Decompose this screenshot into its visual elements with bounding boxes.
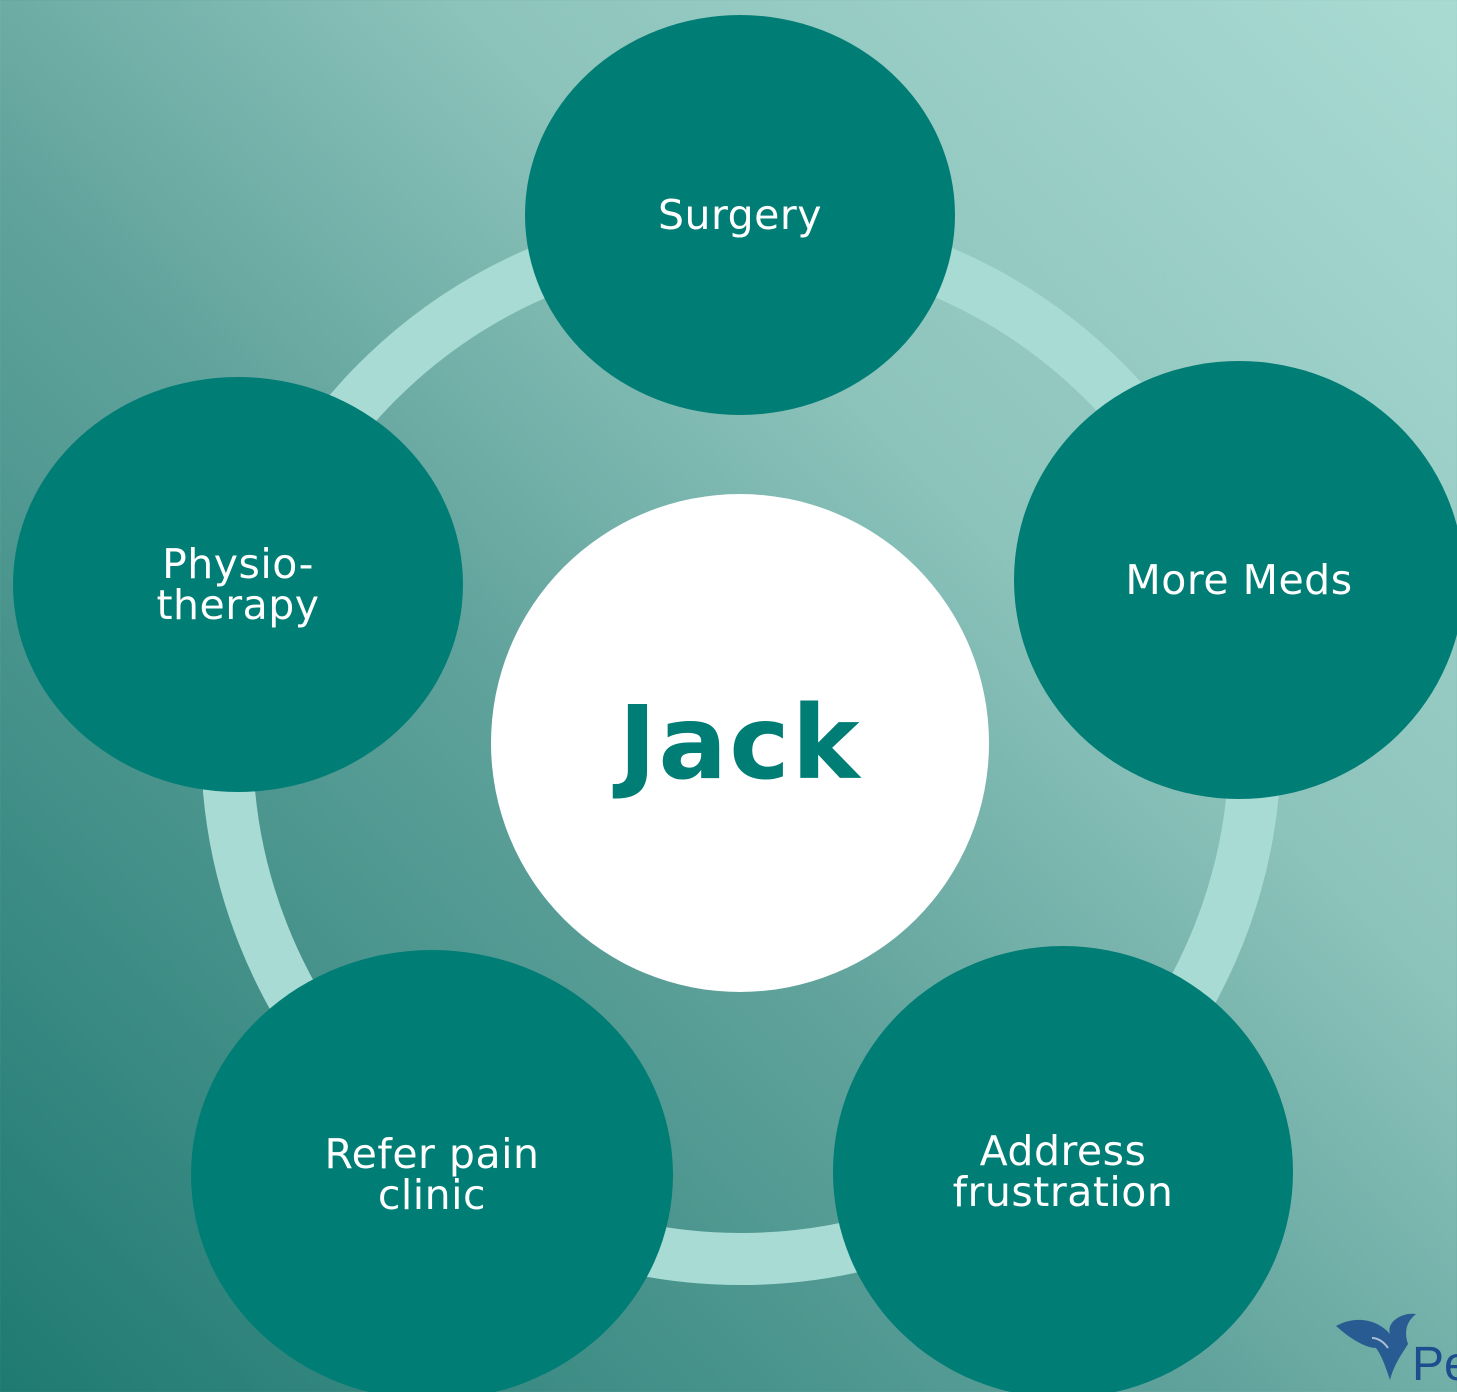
node-refer-pain-clinic: Refer pain clinic — [191, 950, 673, 1392]
node-more-meds: More Meds — [1014, 361, 1457, 799]
node-more-meds-label: More Meds — [1125, 555, 1353, 604]
node-address-frustration: Address frustration — [833, 946, 1293, 1392]
node-address-frustration-label: Address frustration — [952, 1127, 1174, 1216]
node-surgery-label: Surgery — [657, 190, 823, 239]
node-surgery: Surgery — [525, 15, 955, 415]
center-node-label: Jack — [618, 683, 862, 803]
node-refer-pain-clinic-label: Refer pain clinic — [324, 1130, 540, 1219]
bird-logo-icon — [1336, 1313, 1416, 1380]
node-physiotherapy: Physio- therapy — [13, 377, 463, 792]
center-node: Jack — [491, 494, 989, 992]
node-physiotherapy-label: Physio- therapy — [156, 539, 320, 629]
logo-text: Pe — [1412, 1338, 1457, 1391]
